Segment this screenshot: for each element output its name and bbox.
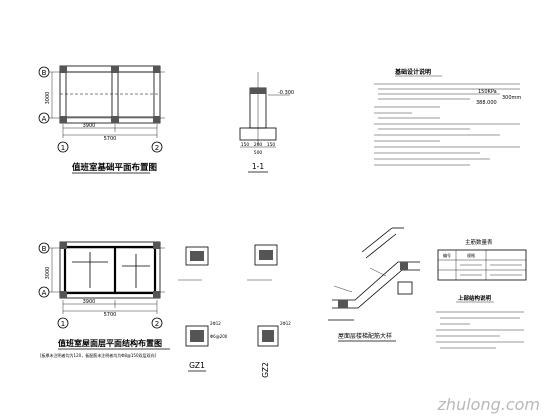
foundation-plan: B A 3000 3900 5700 1 2 值班室基础平面布置 [38,65,165,174]
notes1-heading: 基础设计说明 [394,68,431,76]
gz2-bar: 2Φ12 [280,321,291,326]
table-title: 主筋数量表 [465,238,493,246]
notes2-heading: 上部结构说明 [458,294,492,302]
foundation-plan-title: 值班室基础平面布置图 [72,162,157,173]
section-dim-a: 150 [241,142,250,148]
stair-detail: 屋面层楼梯配筋大样 [328,227,420,342]
axis-a-label-2: A [42,289,47,297]
dim-left: 3000 [45,92,51,105]
gz1-tie: Φ6@200 [210,334,228,339]
notes1-value-0: 150KPa [478,89,497,95]
gz2-label: GZ2 [261,362,270,378]
gz1-bar: 2Φ12 [210,321,221,326]
section-dim-c: 150 [267,142,276,148]
section-dim-w: 500 [254,150,263,156]
roof-outline [59,241,161,299]
foundation-outline [59,65,161,124]
table-col-1: 规格 [467,252,475,258]
axis-a-label: A [42,115,47,123]
dim-left-2: 3000 [45,267,51,280]
section-dim-b: 200 [254,142,263,148]
stair-title: 屋面层楼梯配筋大样 [338,332,392,340]
section-elev: -0.300 [278,90,294,96]
dim-total: 5700 [104,136,117,142]
axis-1-label-2: 1 [61,320,65,328]
notes1-lines [374,83,520,166]
notes1-value-1: 300mm [502,95,521,101]
axis-1-label: 1 [61,144,65,152]
dim-span-2: 3900 [83,299,96,305]
gz1-label: GZ1 [189,361,205,370]
section-title: 1-1 [252,162,264,171]
column-details: 2Φ12 Φ6@200 GZ1 2Φ12 GZ2 [178,244,291,378]
axis-b-label-2: B [42,245,47,253]
roof-plan: B A 3000 3900 5700 1 2 值班室屋面层平面结构布置图 [板厚… [38,241,170,358]
superstructure-notes: 上部结构说明 [436,294,524,349]
roof-plan-title: 值班室屋面层平面结构布置图 [58,338,162,348]
notes1-value-2: 388.000 [476,100,497,106]
rebar-table: 主筋数量表 编号 规格 [437,238,527,281]
roof-plan-subtitle: [板厚未注明者均为120，板配筋未注明者均为Φ8@150双层双向] [40,352,157,358]
section-1-1: -0.300 150 200 150 500 1-1 [239,72,294,173]
dim-span: 3900 [83,123,96,129]
table-col-0: 编号 [443,252,451,258]
watermark: zhulong.com [437,395,540,414]
axis-b-label: B [42,69,47,77]
dim-total-2: 5700 [104,312,117,318]
foundation-notes: 基础设计说明 150KPa 300mm 388.000 [374,68,521,166]
axis-2-label-2: 2 [155,320,159,328]
axis-2-label: 2 [155,144,159,152]
